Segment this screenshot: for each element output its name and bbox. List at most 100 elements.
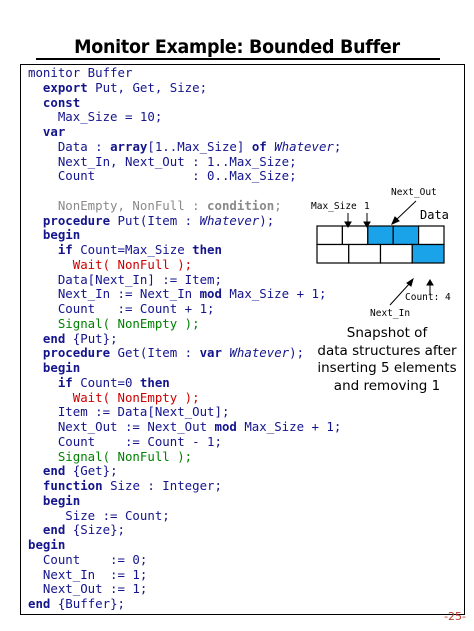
code-token: begin — [28, 537, 66, 552]
slide-number: -25- — [444, 610, 466, 623]
max-size-label: Max_Size — [311, 201, 357, 212]
buffer-cell-empty — [348, 243, 382, 264]
code-token: Whatever — [229, 345, 290, 361]
max-size-arrow — [344, 213, 352, 228]
code-line: Signal( NonEmpty ); — [28, 315, 341, 332]
code-line: end {Size}; — [28, 522, 341, 538]
code-listing: monitor Buffer export Put, Get, Size; co… — [28, 65, 342, 612]
next-in-label: Next_In — [370, 308, 411, 319]
code-line: end {Get}; — [28, 463, 341, 479]
code-line — [28, 184, 341, 199]
code-token: condition — [207, 197, 275, 213]
code-token: Next_Out := 1; — [28, 581, 148, 597]
code-token: Count=0 — [72, 374, 140, 390]
code-token — [28, 242, 58, 257]
code-line: Next_Out := Next_Out mod Max_Size + 1; — [28, 419, 342, 435]
code-line: begin — [28, 360, 341, 376]
code-token: end — [28, 596, 51, 611]
code-token: Put, Get, Size; — [87, 79, 208, 95]
count-label: Count: 4 — [405, 292, 451, 303]
caption-line: data structures after — [317, 342, 457, 359]
code-token: Count := Count + 1; — [28, 301, 215, 316]
code-line: Wait( NonFull ); — [28, 256, 341, 273]
code-token: Data[Next_In] := Item; — [28, 271, 222, 287]
code-token — [28, 331, 43, 346]
code-token: mod — [214, 419, 237, 434]
code-token — [28, 478, 43, 493]
code-token — [28, 375, 58, 390]
caption-line: and removing 1 — [333, 377, 441, 394]
code-line: end {Put}; — [28, 330, 341, 347]
code-line: procedure Get(Item : var Whatever); — [28, 345, 341, 361]
buffer-cell-filled — [367, 225, 394, 246]
code-line: begin — [28, 537, 341, 553]
code-line: const — [28, 95, 341, 111]
buffer-cell-empty — [316, 243, 350, 264]
code-token: var — [199, 345, 222, 361]
code-token: Put(Item : — [110, 212, 200, 228]
code-line: end {Buffer}; — [28, 596, 341, 612]
code-line: Next_In, Next_Out : 1..Max_Size; — [28, 154, 341, 170]
one-label: 1 — [364, 201, 370, 212]
code-token: Wait( NonFull ); — [28, 256, 193, 272]
next-in-arrow — [389, 277, 414, 306]
caption-line: Snapshot of — [346, 325, 428, 341]
code-line: Count : 0..Max_Size; — [28, 168, 341, 184]
title-underline — [36, 58, 440, 60]
code-token: NonEmpty, NonFull : — [28, 197, 208, 213]
code-token — [28, 124, 43, 139]
code-token: procedure — [42, 212, 111, 228]
code-token — [28, 522, 43, 537]
code-token: Next_In := 1; — [28, 566, 148, 582]
code-line: if Count=Max_Size then — [28, 242, 341, 258]
code-line: NonEmpty, NonFull : condition; — [28, 197, 341, 214]
code-token: Wait( NonEmpty ); — [28, 389, 200, 405]
code-token: begin — [42, 360, 81, 375]
code-line: Next_In := 1; — [28, 566, 341, 583]
code-token: begin — [42, 227, 81, 243]
one-arrow — [363, 213, 371, 228]
code-token: {Buffer}; — [50, 596, 125, 611]
code-token: array — [110, 138, 148, 154]
code-token: Data : — [28, 138, 111, 154]
code-line: Signal( NonFull ); — [28, 448, 341, 465]
code-token: [1..Max_Size] — [147, 138, 252, 154]
code-token: end — [42, 463, 66, 479]
code-token: if — [57, 242, 73, 257]
code-token: Count := 0; — [28, 551, 148, 567]
buffer-cell-empty — [316, 225, 343, 246]
code-token: Count : 0..Max_Size; — [28, 168, 297, 184]
code-token: then — [139, 374, 170, 390]
code-line: function Size : Integer; — [28, 478, 341, 494]
code-token: Count := Count - 1; — [28, 433, 222, 449]
code-token: Signal( NonEmpty ); — [28, 315, 200, 331]
code-token — [28, 95, 43, 110]
code-line: Count := 0; — [28, 551, 341, 568]
code-line: Size := Count; — [28, 507, 341, 524]
code-token: Count=Max_Size — [72, 242, 193, 257]
code-token — [28, 463, 43, 478]
slide-title: Monitor Example: Bounded Buffer — [74, 36, 400, 58]
code-token: Signal( NonFull ); — [28, 448, 193, 464]
code-token: end — [42, 330, 66, 346]
code-token — [28, 80, 43, 95]
code-token: var — [42, 124, 66, 139]
count-arrow — [426, 279, 434, 295]
code-token: ; — [274, 197, 282, 213]
code-token: export — [42, 79, 88, 95]
code-token: ); — [289, 345, 305, 361]
code-token: Max_Size = 10; — [28, 109, 163, 125]
code-token: then — [192, 242, 222, 257]
code-token: Size := Count; — [28, 507, 170, 523]
code-line: var — [28, 124, 341, 140]
code-token: end — [42, 522, 66, 538]
code-token: of — [251, 138, 267, 154]
buffer-cell-empty — [379, 243, 413, 264]
code-token: ); — [259, 212, 275, 228]
code-token: {Size}; — [65, 522, 125, 538]
code-line: Data[Next_In] := Item; — [28, 271, 341, 288]
buffer-cell-filled — [392, 225, 420, 246]
buffer-cell-empty — [417, 225, 445, 246]
code-token — [28, 227, 43, 242]
